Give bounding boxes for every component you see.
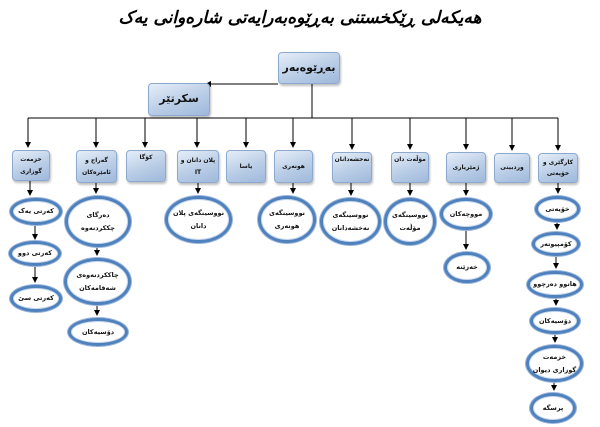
dept-services: خزمەت گوزاری xyxy=(12,150,50,181)
unit-street-repair: چاککردنەوەی شەقامەکان xyxy=(64,258,131,305)
unit-technical-office: نووسینگەی هونەری xyxy=(258,196,316,243)
unit-files-garage: دۆسیەکان xyxy=(68,318,128,346)
unit-reception: پرسگە xyxy=(530,393,576,423)
dept-garage: گەراج و ئامێرەکان xyxy=(76,150,117,183)
unit-salaries: مووچەکان xyxy=(440,198,492,230)
dept-technical: هونەری xyxy=(274,150,313,183)
unit-sector-one: کەرتی یەک xyxy=(10,198,62,225)
manager-box: بەڕێوەبەر xyxy=(278,52,340,84)
chart-title: هەیکەلی ڕێکخستنی بەڕێوەبەرایەتی شارەوانی… xyxy=(118,8,482,28)
unit-treasury: خەزێنە xyxy=(444,252,490,283)
unit-sector-two: کەرتی دوو xyxy=(9,241,61,266)
unit-mapping-office: نووسینگەی نەخشەدانان xyxy=(320,198,381,245)
unit-licensing-office: نووسینگەی مۆڵەت xyxy=(384,198,436,245)
dept-licensing: مۆڵەت دان xyxy=(391,152,429,183)
unit-personnel: خۆیەتی xyxy=(535,196,580,222)
unit-computer: کۆمپیوتەر xyxy=(532,232,580,256)
unit-files-admin: دۆسیەکان xyxy=(530,308,580,334)
unit-planning-office: نووسینگەی پلان دانان xyxy=(165,196,232,243)
dept-legal: یاسا xyxy=(226,150,266,183)
unit-office-services: خزمەت گوزاری دیوان xyxy=(526,345,583,382)
dept-administration: کارگێری و خۆیەتی xyxy=(538,153,578,183)
dept-accounting: ژمێریاری xyxy=(446,152,486,183)
dept-planning-it: پلان دانان و IT xyxy=(177,150,219,183)
unit-inspection-gate: دەرگای چککردنەوە xyxy=(65,196,131,247)
unit-incoming-outgoing: هاتوو دەرچوو xyxy=(527,271,583,298)
dept-warehouse: کۆگا xyxy=(126,150,166,182)
dept-audit: وردبینی xyxy=(494,153,530,183)
secretary-box: سکرتێر xyxy=(148,83,210,116)
unit-sector-three: کەرتی سێ xyxy=(10,285,62,312)
dept-mapping: نەخشەدانان xyxy=(332,152,372,183)
